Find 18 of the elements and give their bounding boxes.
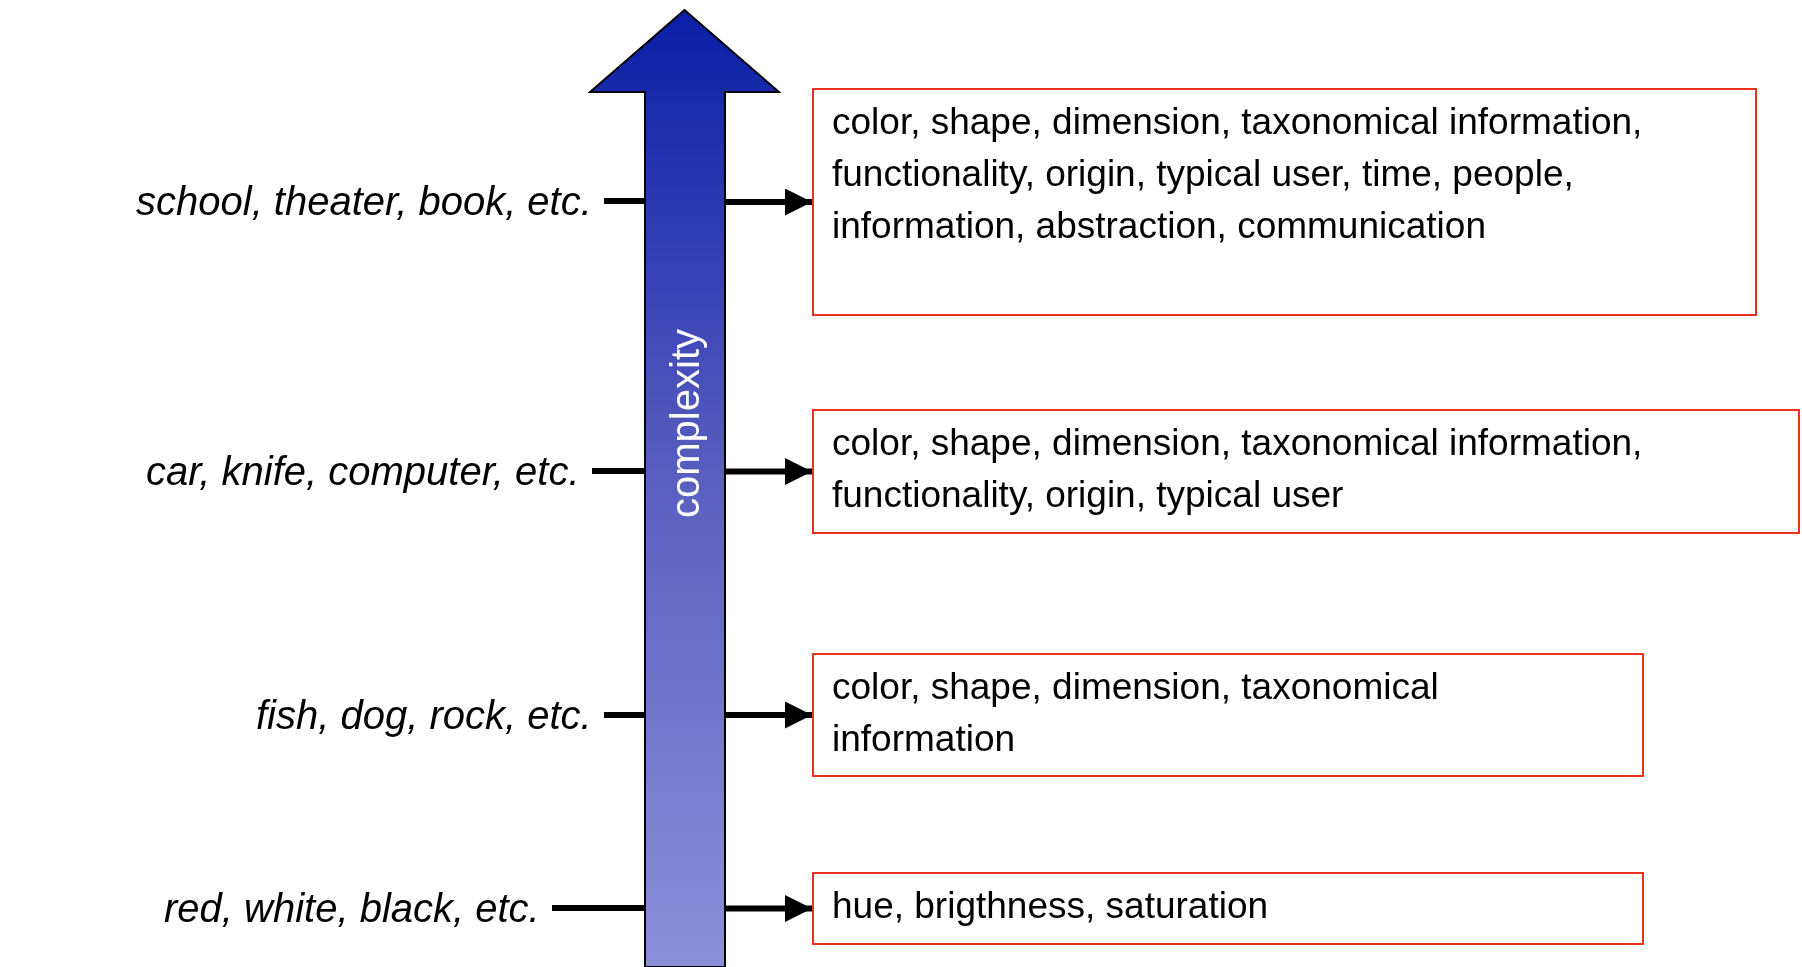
tick-line: [604, 712, 645, 718]
complexity-arrow: [588, 9, 781, 967]
attribute-box: color, shape, dimension, taxonomical information, functionality, origin, typical user: [812, 409, 1800, 534]
arrow: [725, 701, 812, 729]
arrow: [725, 458, 812, 485]
tick-line: [552, 905, 645, 911]
example-label: red, white, black, etc.: [164, 885, 540, 931]
attribute-box: color, shape, dimension, taxonomical information, functionality, origin, typical user, time, people, information, abstraction, communication: [812, 88, 1757, 316]
axis-label: complexity: [665, 329, 705, 518]
tick-line: [604, 198, 645, 204]
example-label: car, knife, computer, etc.: [146, 448, 580, 494]
tick-line: [592, 468, 645, 474]
attribute-box: hue, brigthness, saturation: [812, 872, 1644, 945]
example-label: fish, dog, rock, etc.: [256, 692, 592, 738]
arrow: [725, 895, 812, 922]
example-label: school, theater, book, etc.: [136, 178, 592, 224]
arrow: [725, 188, 812, 216]
attribute-box: color, shape, dimension, taxonomical information: [812, 653, 1644, 777]
